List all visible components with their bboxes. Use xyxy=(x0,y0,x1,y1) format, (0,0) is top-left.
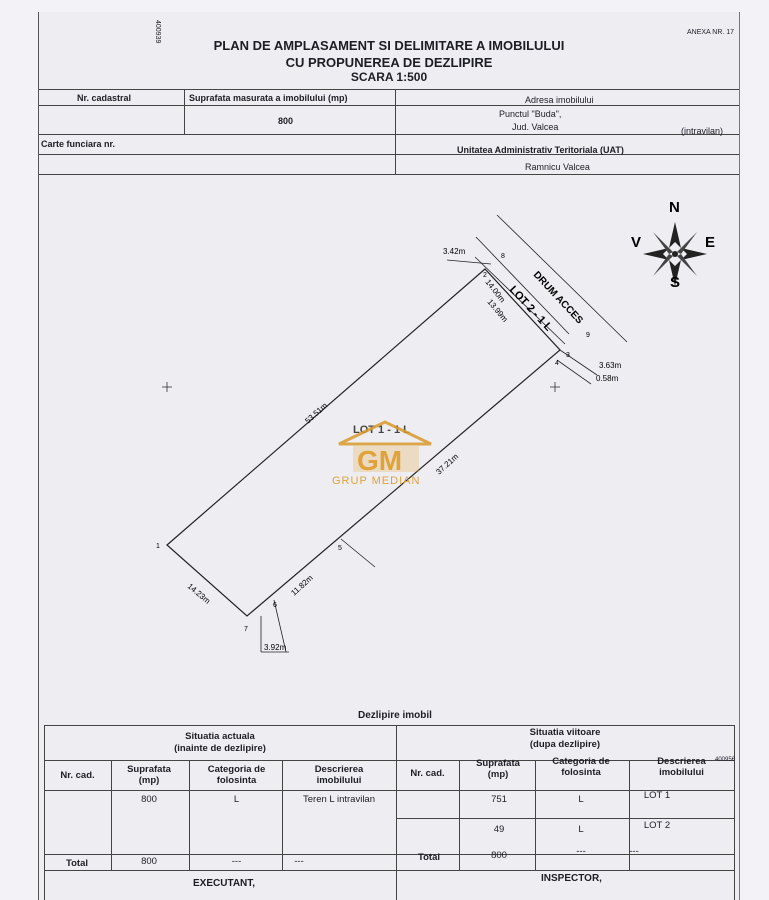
compass-west: V xyxy=(631,234,641,251)
point-9: 9 xyxy=(586,332,590,339)
suprafata-label: Suprafata masurata a imobilului (mp) xyxy=(189,93,348,103)
compass-rose-icon xyxy=(643,222,707,286)
actual-header-suprafata: Suprafata (mp) xyxy=(127,764,171,786)
viitoare-total-label: Total xyxy=(418,852,440,863)
nr-cadastral-label: Nr. cadastral xyxy=(77,93,132,103)
uat-label: Unitatea Administrativ Teritoriala (UAT) xyxy=(457,145,624,155)
adresa-label: Adresa imobilului xyxy=(525,95,594,105)
viitoare-total-categoria: --- xyxy=(576,846,586,857)
actual-total-label: Total xyxy=(66,858,88,869)
actual-header-categoria: Categoria de folosinta xyxy=(207,764,266,786)
anexa-label: ANEXA NR. 17 xyxy=(687,29,735,36)
viitoare-header-nr-cad: Nr. cad. xyxy=(410,768,445,779)
actual-row-descrierea: Teren L intravilan xyxy=(303,794,375,805)
uat-value: Ramnicu Valcea xyxy=(525,162,590,172)
viitoare-stamp-id: 400956 xyxy=(715,757,736,763)
suprafata-value: 800 xyxy=(278,116,294,126)
viitoare-header-categoria: Categoria de folosinta xyxy=(552,756,610,778)
actual-header-descrierea: Descrierea imobilului xyxy=(314,764,364,786)
road-line-1 xyxy=(475,236,570,335)
lot-split-line xyxy=(474,256,566,345)
adresa-note: (intravilan) xyxy=(681,126,724,136)
dim-53-51: 53.51m xyxy=(303,401,329,426)
scale-label: SCARA 1:500 xyxy=(350,70,428,84)
document-sheet: 400939 ANEXA NR. 17 PLAN DE AMPLASAMENT … xyxy=(38,12,740,900)
actual-row-categoria: L xyxy=(233,794,240,805)
actual-total-descrierea: --- xyxy=(294,856,304,867)
dim-13-99: 13.99m xyxy=(485,298,509,324)
viitoare-title1: Situatia viitoare xyxy=(529,727,601,738)
tick-3-63 xyxy=(559,349,598,376)
compass-south: S xyxy=(670,274,680,291)
point-6: 6 xyxy=(273,602,277,609)
dim-0-58: 0.58m xyxy=(596,374,619,383)
cross-marker-right xyxy=(550,382,560,392)
viitoare-total-suprafata: 800 xyxy=(491,850,507,861)
watermark-logo xyxy=(338,420,432,472)
point-1: 1 xyxy=(156,543,160,550)
carte-funciara-label: Carte funciara nr. xyxy=(41,139,116,149)
actual-row-suprafata: 800 xyxy=(141,794,157,805)
dezlipire-title: Dezlipire imobil xyxy=(358,710,432,721)
actual-title1: Situatia actuala xyxy=(185,731,255,742)
viitoare-row1-suprafata: 751 xyxy=(491,794,507,805)
point-8: 8 xyxy=(501,253,505,260)
viitoare-header-descrierea: Descrierea imobilului xyxy=(657,756,706,778)
dim-3-92: 3.92m xyxy=(264,643,287,652)
tick-point-6a xyxy=(273,599,287,653)
compass-east: E xyxy=(705,234,715,251)
point-4: 4 xyxy=(555,360,559,367)
site-plan: N S V E 1 2 3 4 5 6 7 8 9 3.42m 14.00m 1… xyxy=(156,199,715,653)
actual-title2: (inainte de dezlipire) xyxy=(174,743,266,754)
adresa-line1: Punctul "Buda", xyxy=(499,109,562,119)
compass-north: N xyxy=(669,199,680,216)
tick-point-5 xyxy=(340,538,376,568)
point-7: 7 xyxy=(244,626,248,633)
point-2: 2 xyxy=(483,272,487,279)
viitoare-row1-categoria: L xyxy=(578,794,584,805)
dim-3-42: 3.42m xyxy=(443,247,466,256)
road-line-2 xyxy=(496,214,628,343)
viitoare-row2-descrierea: LOT 2 xyxy=(643,820,671,831)
actual-total-suprafata: 800 xyxy=(141,856,157,867)
dim-3-63: 3.63m xyxy=(599,361,622,370)
executant-label: EXECUTANT, xyxy=(193,878,256,889)
actual-header-nr-cad: Nr. cad. xyxy=(60,770,95,781)
viitoare-header-suprafata: Suprafata (mp) xyxy=(476,758,520,780)
actual-total-categoria: --- xyxy=(231,856,242,867)
watermark-text: GRUP MEDIAN xyxy=(332,475,420,487)
inspector-label: INSPECTOR, xyxy=(541,873,602,884)
watermark-gm: GM xyxy=(357,445,402,476)
tick-3-42 xyxy=(446,259,492,265)
viitoare-row2-categoria: L xyxy=(578,824,584,835)
dim-37-21: 37.21m xyxy=(434,452,460,477)
page-title: PLAN DE AMPLASAMENT SI DELIMITARE A IMOB… xyxy=(213,38,565,53)
viitoare-row1-descrierea: LOT 1 xyxy=(643,790,671,801)
viitoare-total-descrierea: --- xyxy=(629,846,639,857)
page-subtitle: CU PROPUNEREA DE DEZLIPIRE xyxy=(285,55,493,70)
cross-marker-left xyxy=(162,382,172,392)
point-5: 5 xyxy=(338,545,342,552)
point-3: 3 xyxy=(566,352,570,359)
tick-0-58 xyxy=(556,359,592,385)
viitoare-title2: (dupa dezlipire) xyxy=(529,739,601,750)
adresa-line2: Jud. Valcea xyxy=(512,122,559,132)
viitoare-row2-suprafata: 49 xyxy=(493,824,505,835)
dim-14-23: 14.23m xyxy=(186,582,212,606)
